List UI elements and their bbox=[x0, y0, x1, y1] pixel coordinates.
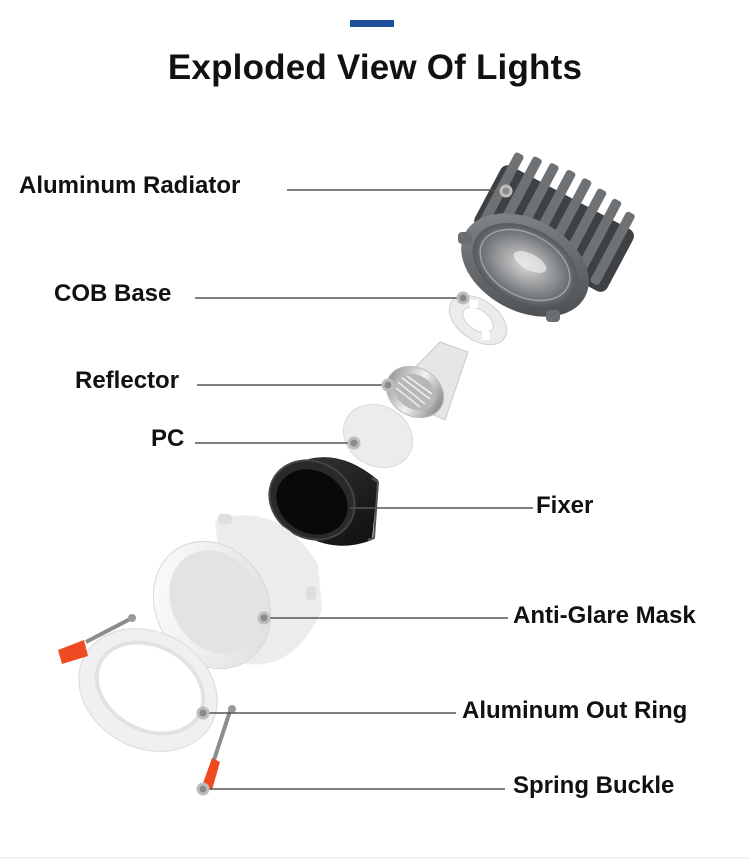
label-pc: PC bbox=[151, 425, 185, 452]
label-aluminum-out-ring: Aluminum Out Ring bbox=[462, 697, 688, 724]
spring-buckle-illustration bbox=[58, 614, 236, 790]
label-reflector: Reflector bbox=[75, 367, 180, 394]
aluminum-out-ring-illustration bbox=[78, 628, 218, 752]
page-title: Exploded View Of Lights bbox=[167, 48, 583, 87]
reflector-illustration bbox=[385, 341, 469, 421]
label-aluminum-radiator: Aluminum Radiator bbox=[19, 172, 241, 199]
pc-lens-illustration bbox=[342, 403, 414, 469]
leader-lines bbox=[195, 189, 533, 790]
cob-base-illustration bbox=[448, 294, 508, 346]
label-spring-buckle: Spring Buckle bbox=[513, 772, 675, 799]
anti-glare-mask-illustration bbox=[152, 514, 322, 670]
title-accent-bar bbox=[350, 20, 394, 27]
label-fixer: Fixer bbox=[536, 492, 594, 519]
aluminum-radiator-illustration bbox=[458, 152, 635, 322]
anchor-dots bbox=[196, 184, 513, 796]
label-cob-base: COB Base bbox=[54, 280, 172, 307]
bottom-divider bbox=[0, 857, 750, 859]
fixer-illustration bbox=[268, 457, 380, 546]
label-anti-glare-mask: Anti-Glare Mask bbox=[513, 602, 696, 629]
